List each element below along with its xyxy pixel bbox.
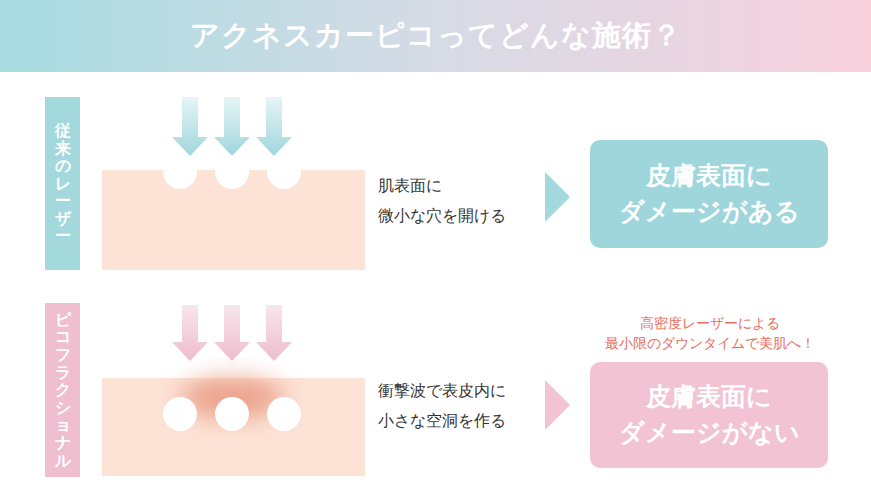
title-banner: アクネスカーピコってどんな施術？ [0,0,871,72]
chevron-arrow [545,380,570,430]
pico-arrows [172,305,292,361]
annotation-text: 高密度レーザーによる 最小限のダウンタイムで美肌へ！ [585,313,835,354]
title-text: アクネスカーピコってどんな施術？ [190,16,682,56]
skin-inner-cavities [102,378,365,476]
result-text: 皮膚表面に ダメージがない [590,379,828,452]
result-box: 皮膚表面に ダメージがある [590,140,828,248]
side-label-bar: 従来のレーザー [45,97,80,270]
vertical-label: ピコフラクショナル [55,311,71,469]
laser-arrows [172,97,292,156]
skin-surface-holes [102,155,365,270]
result-box: 皮膚表面に ダメージがない [590,362,828,468]
vertical-label: 従来のレーザー [55,122,71,245]
description-text: 肌表面に 微小な穴を開ける [378,171,538,232]
side-label-bar: ピコフラクショナル [45,303,80,477]
chevron-arrow [545,172,570,222]
description-text: 衝撃波で表皮内に 小さな空洞を作る [378,376,538,437]
result-text: 皮膚表面に ダメージがある [590,158,828,231]
